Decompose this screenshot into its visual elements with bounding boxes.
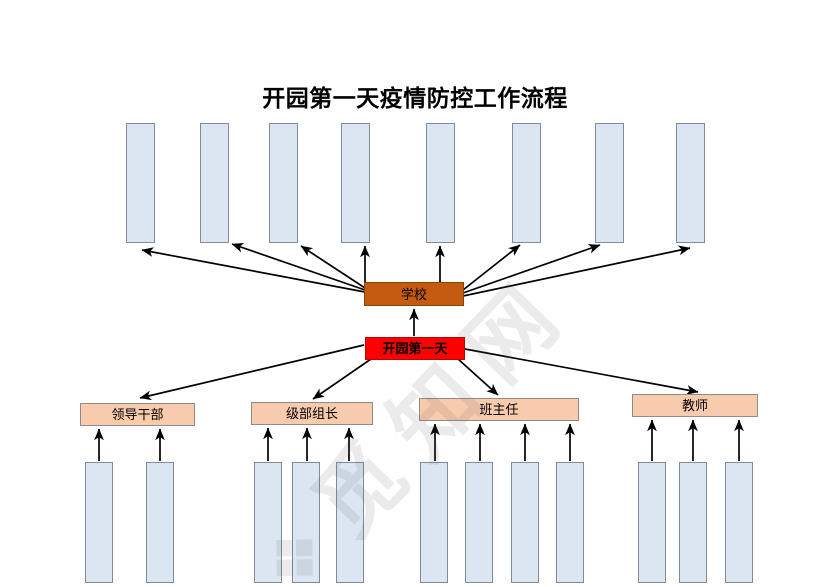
node-grade-leaders: 级部组长 [251,402,373,425]
placeholder-box-top-2 [200,123,229,243]
placeholder-box-grade-3 [336,462,364,583]
node-teachers: 教师 [632,394,758,417]
placeholder-box-teacher-3 [725,462,753,583]
placeholder-box-top-4 [341,123,370,243]
node-opening-day: 开园第一天 [365,337,465,360]
placeholder-box-top-7 [595,123,624,243]
placeholder-box-grade-2 [292,462,320,583]
node-leading-cadres: 领导干部 [80,403,195,426]
placeholder-box-head-1 [420,462,448,583]
placeholder-box-grade-1 [254,462,282,583]
node-head-teachers: 班主任 [419,398,579,421]
page-title: 开园第一天疫情防控工作流程 [262,85,568,111]
placeholder-box-cadres-1 [85,462,113,583]
placeholder-box-head-3 [511,462,539,583]
node-school: 学校 [364,282,464,306]
placeholder-box-cadres-2 [146,462,174,583]
placeholder-box-teacher-1 [638,462,666,583]
placeholder-box-head-2 [465,462,493,583]
placeholder-box-head-4 [556,462,584,583]
placeholder-box-top-5 [426,123,455,243]
placeholder-box-top-1 [126,123,155,243]
placeholder-box-teacher-2 [679,462,707,583]
placeholder-box-top-6 [512,123,541,243]
placeholder-box-top-8 [676,123,705,243]
placeholder-box-top-3 [269,123,298,243]
